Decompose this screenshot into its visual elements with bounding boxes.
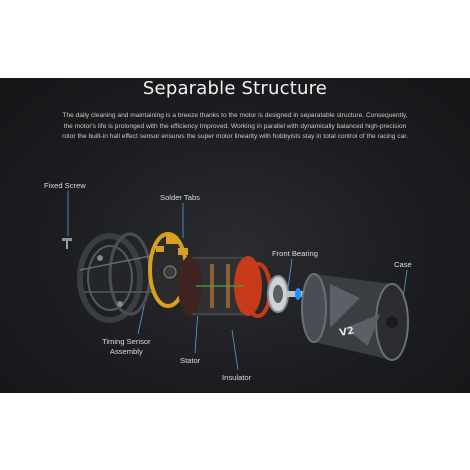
svg-text:V2: V2 (339, 326, 355, 339)
label-timing-sensor-line2: Assembly (109, 346, 143, 356)
description-text: The daily cleaning and maintaining is a … (62, 112, 408, 140)
exploded-motor-diagram: V2 (62, 191, 409, 371)
label-case: Case (394, 260, 412, 269)
label-stator: Stator (180, 356, 201, 365)
front-bearing-icon (267, 275, 308, 313)
label-timing-sensor-line1: Timing Sensor (102, 337, 151, 346)
label-insulator: Insulator (222, 373, 252, 382)
label-fixed-screw: Fixed Screw (44, 181, 86, 190)
case-icon: V2 (301, 273, 409, 361)
timing-sensor-assembly-icon (77, 232, 162, 323)
product-panel: Separable Structure The daily cleaning a… (0, 78, 470, 393)
fixed-screw-icon (62, 238, 72, 249)
label-front-bearing: Front Bearing (272, 249, 319, 258)
page-title: Separable Structure (142, 78, 328, 99)
stator-icon (178, 256, 262, 316)
label-timing-sensor-assembly: Timing Sensor Assembly (102, 337, 151, 356)
label-solder-tabs: Solder Tabs (160, 193, 200, 202)
